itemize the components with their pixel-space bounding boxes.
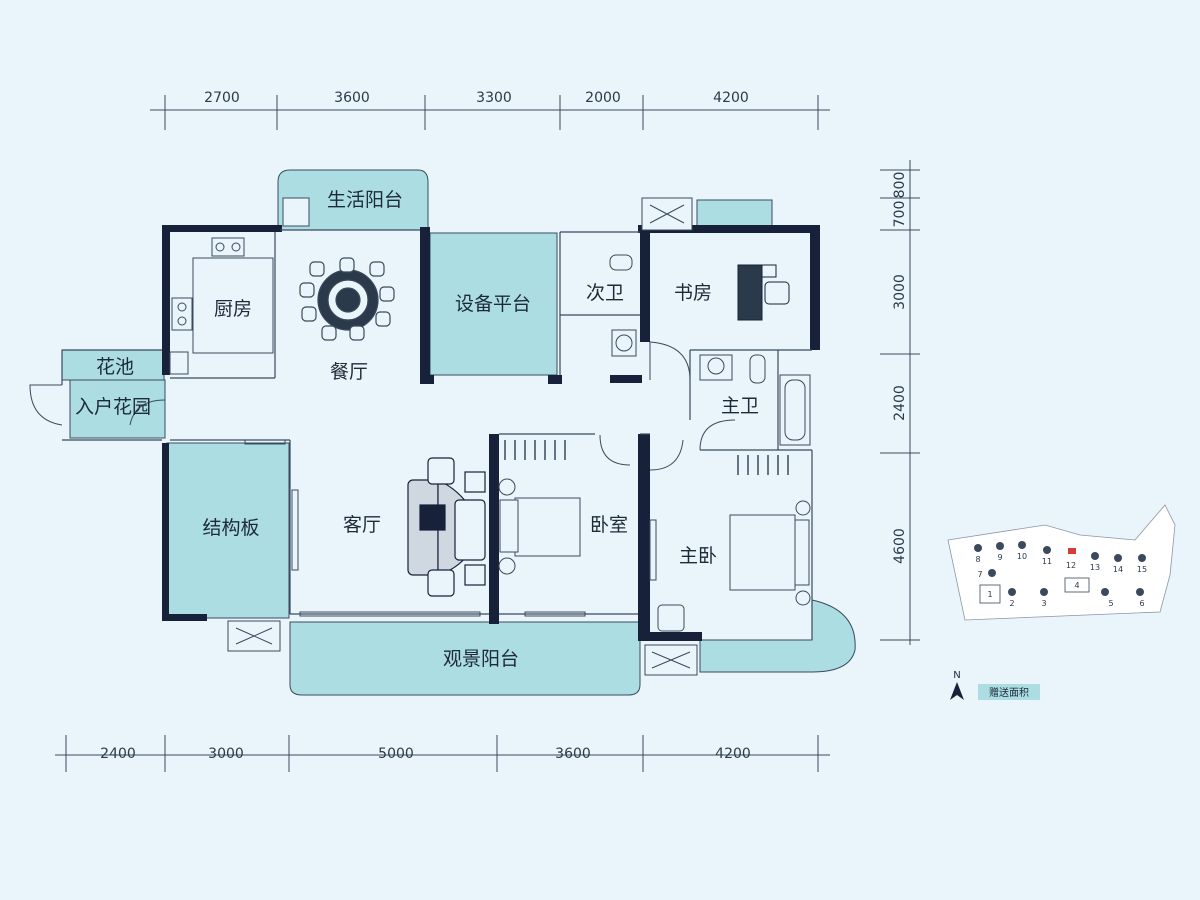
site-bldg-5: 5: [1108, 599, 1113, 608]
bottom-dim-3: 5000: [378, 746, 414, 762]
walls: [162, 225, 820, 641]
study-desk: [737, 264, 790, 321]
living-balcony-area: [277, 169, 429, 231]
compass-label: N: [953, 670, 960, 681]
site-bldg-8: 8: [975, 555, 980, 564]
right-dim-4: 2400: [892, 385, 908, 421]
kitchen-fixtures: [169, 237, 274, 375]
right-dim-3: 3000: [892, 274, 908, 310]
site-bldg-9: 9: [997, 553, 1002, 562]
entry-garden-area: [69, 379, 166, 439]
site-bldg-7: 7: [977, 570, 982, 579]
site-bldg-14: 14: [1113, 565, 1123, 574]
gift-areas: [61, 169, 856, 696]
site-bldg-1: 1: [987, 590, 992, 599]
bottom-dim-4: 3600: [555, 746, 591, 762]
right-dim-5: 4600: [892, 528, 908, 564]
right-dim-1: 800: [892, 172, 908, 199]
site-plan-inset: 8 9 10 11 12 13 14 15 7 1 2 3 4 5 6: [947, 504, 1176, 621]
right-dimension-line: [880, 160, 920, 645]
right-dim-2: 700: [892, 201, 908, 228]
site-bldg-2: 2: [1009, 599, 1014, 608]
label-equipment-platform: 设备平台: [455, 293, 531, 315]
site-bldg-6: 6: [1139, 599, 1144, 608]
top-dim-1: 2700: [204, 90, 240, 106]
compass: N: [950, 670, 964, 700]
legend-label: 赠送面积: [989, 686, 1029, 699]
top-dim-5: 4200: [713, 90, 749, 106]
label-living-room: 客厅: [343, 514, 381, 536]
top-dim-3: 3300: [476, 90, 512, 106]
legend-swatch: [978, 684, 1040, 700]
north-arrow-icon: [950, 682, 964, 700]
label-dining: 餐厅: [330, 361, 368, 383]
site-bldg-11: 11: [1042, 557, 1052, 566]
site-bldg-4: 4: [1074, 581, 1079, 590]
label-bedroom: 卧室: [590, 514, 628, 536]
label-living-balcony: 生活阳台: [327, 189, 403, 211]
label-master-bath: 主卫: [721, 395, 759, 417]
top-dim-4: 2000: [585, 90, 621, 106]
bedroom-furniture: [498, 440, 581, 575]
dining-table: [299, 257, 395, 341]
equipment-platform-area: [429, 232, 558, 376]
master-bedroom-furniture: [657, 455, 811, 632]
label-structural-slab: 结构板: [202, 517, 259, 539]
bottom-dim-2: 3000: [208, 746, 244, 762]
label-view-balcony: 观景阳台: [443, 648, 519, 670]
label-planter: 花池: [96, 356, 134, 378]
bottom-dim-5: 4200: [715, 746, 751, 762]
planter-area: [61, 349, 165, 381]
bath-fixtures: [609, 254, 811, 446]
master-balcony-area: [699, 599, 856, 673]
label-second-bath: 次卫: [586, 282, 624, 304]
site-bldg-13: 13: [1090, 563, 1100, 572]
bottom-dim-1: 2400: [100, 746, 136, 762]
view-balcony-area: [289, 621, 641, 696]
site-bldg-10: 10: [1017, 552, 1027, 561]
sofa-set: [407, 457, 486, 597]
ac-units: [227, 197, 698, 676]
site-bldg-3: 3: [1041, 599, 1046, 608]
label-master-bedroom: 主卧: [679, 545, 717, 567]
windows: [244, 439, 657, 617]
site-bldg-15: 15: [1137, 565, 1147, 574]
washing-machine: [282, 197, 310, 227]
top-dim-2: 3600: [334, 90, 370, 106]
label-entry-garden: 入户花园: [75, 396, 151, 418]
label-kitchen: 厨房: [214, 298, 252, 320]
doors: [29, 341, 736, 471]
top-dimension-line: [150, 95, 830, 130]
label-study: 书房: [674, 282, 712, 304]
structural-slab-area: [166, 442, 290, 619]
bottom-dimension-line: [55, 735, 830, 772]
site-bldg-12: 12: [1066, 561, 1076, 570]
